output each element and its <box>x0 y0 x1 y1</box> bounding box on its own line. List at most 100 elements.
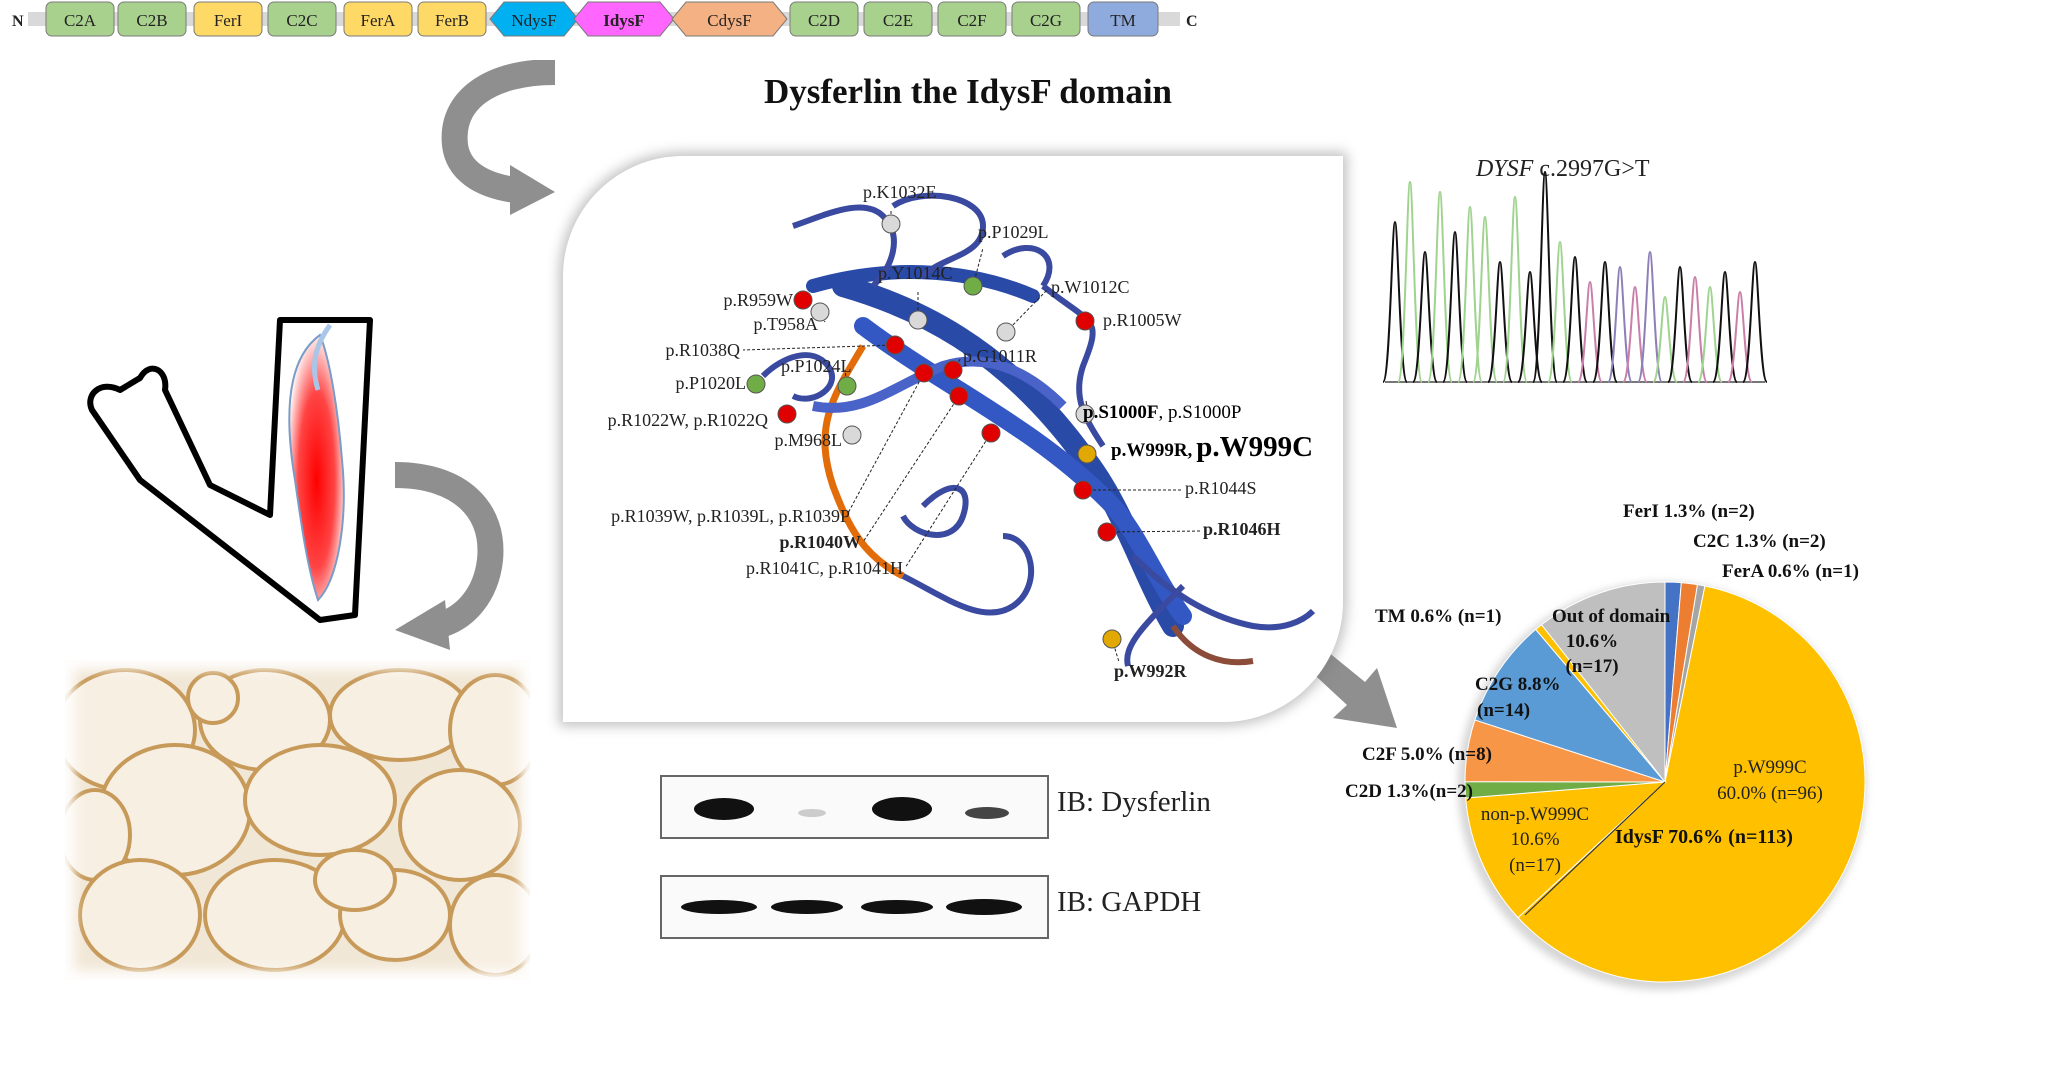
leader-lines <box>742 210 1202 663</box>
chromatogram-peak <box>1382 220 1408 383</box>
page-title: Dysferlin the IdysF domain <box>763 72 1173 111</box>
pie-sub-labels: p.W999C 60.0% (n=96) non-p.W999C 10.6% (… <box>1481 757 1823 876</box>
c-terminus-label: C <box>1186 13 1198 30</box>
protein-structure: p.K1032Ep.P1029Lp.Y1014Cp.W1012Cp.R959Wp… <box>608 182 1316 681</box>
pie-label-non-w999c: non-p.W999C <box>1481 804 1589 825</box>
n-terminus-label: N <box>12 13 24 30</box>
muscle-fiber <box>313 848 397 912</box>
chromatogram-peak <box>1607 265 1633 383</box>
domain-c2b <box>117 1 187 37</box>
pie-label-c2g: C2G 8.8% <box>1475 674 1561 695</box>
domain-idysf <box>573 1 675 37</box>
mutation-site <box>1073 480 1093 500</box>
arm-muscle-illustration <box>87 317 373 623</box>
domain-c2g <box>1011 1 1081 37</box>
domain-label-c2b: C2B <box>136 11 167 30</box>
mutation-label: p.W1012C <box>1051 277 1130 297</box>
mutation-label: p.R1038Q <box>665 340 740 360</box>
leader-line <box>1106 530 1202 533</box>
pie-slice-idysf-p-w999c <box>1517 585 1866 983</box>
leader-line <box>742 344 896 351</box>
leader-line <box>847 372 925 514</box>
mutation-label: p.Y1014C <box>878 263 953 283</box>
chromatogram-title: DYSF c.2997G>T <box>1476 156 1650 182</box>
leader-line <box>904 432 992 569</box>
mutation-site <box>793 290 813 310</box>
domain-label-c2f: C2F <box>957 11 986 30</box>
pie-label-c2c: C2C 1.3% (n=2) <box>1693 531 1826 552</box>
mutation-sites <box>746 214 1122 649</box>
pie-label-w999c: p.W999C <box>1733 757 1806 778</box>
mutation-label: p.R1041C, p.R1041H <box>746 558 903 578</box>
chromatogram-peak <box>1427 190 1453 383</box>
pie-slices <box>1464 581 1866 983</box>
domain-tm <box>1087 1 1159 37</box>
domain-c2a <box>45 1 115 37</box>
mutation-label: p.P1024L <box>781 356 852 376</box>
mutation-label: p.R1044S <box>1185 478 1257 498</box>
chromatogram-peak <box>1397 180 1423 383</box>
muscle-fiber <box>186 671 240 725</box>
pie-label-w999c-pct: 60.0% (n=96) <box>1717 783 1823 804</box>
chromatogram-peak <box>1592 260 1618 383</box>
domain-label-feri: FerI <box>214 11 243 30</box>
mutation-site <box>963 276 983 296</box>
dysferlin-blot-label: IB: Dysferlin <box>1057 786 1211 818</box>
pie-label-feri: FerI 1.3% (n=2) <box>1623 501 1755 522</box>
domain-c2e <box>863 1 933 37</box>
curved-arrow-left <box>394 462 504 650</box>
domain-c2c <box>267 1 337 37</box>
leader-line <box>862 395 960 543</box>
dysferlin-blot-box <box>660 775 1049 839</box>
mutation-label: p.R1040W <box>779 532 861 552</box>
mutation-site <box>746 374 766 394</box>
domain-cdysf <box>671 1 788 37</box>
mutation-label: p.R1046H <box>1203 519 1281 539</box>
mutation-label: p.P1029L <box>978 222 1049 242</box>
domain-ndysf <box>489 1 579 37</box>
mutation-site <box>1097 522 1117 542</box>
muscle-fiber <box>328 668 472 762</box>
pie-label-fera: FerA 0.6% (n=1) <box>1722 561 1859 582</box>
chromatogram-peak <box>1472 215 1498 383</box>
domain-label-c2a: C2A <box>64 11 97 30</box>
gapdh-band-4 <box>946 899 1022 915</box>
domain-c2f <box>937 1 1007 37</box>
mutation-label: p.P1020L <box>675 373 746 393</box>
chromatogram-peak <box>1547 240 1573 383</box>
histology-cells <box>65 668 530 977</box>
pie-label-tm: TM 0.6% (n=1) <box>1375 606 1501 627</box>
mutation-site <box>837 376 857 396</box>
domain-ferb <box>417 1 487 37</box>
mutation-site <box>943 360 963 380</box>
pie-labels: FerI 1.3% (n=2) C2C 1.3% (n=2) FerA 0.6%… <box>1345 501 1859 848</box>
idysf-divider <box>1524 781 1666 916</box>
mutation-labels: p.K1032Ep.P1029Lp.Y1014Cp.W1012Cp.R959Wp… <box>608 182 1281 681</box>
pie-label-out-of-domain: Out of domain <box>1552 606 1671 627</box>
mutation-label-w999: p.W999R,p.W999C <box>1111 431 1313 463</box>
pie-slice-out-of-domain <box>1540 581 1666 784</box>
chromatogram-peak <box>1457 205 1483 383</box>
leader-line <box>1005 288 1049 333</box>
pie-label-c2f: C2F 5.0% (n=8) <box>1362 744 1492 765</box>
mutation-site-w999 <box>1077 444 1097 464</box>
gapdh-band-1 <box>681 900 757 914</box>
pie-label-non-pct: 10.6% <box>1510 829 1559 850</box>
mutation-site <box>981 423 1001 443</box>
domain-label-c2e: C2E <box>883 11 913 30</box>
mutation-site <box>842 425 862 445</box>
muscle-fiber <box>243 743 397 857</box>
chromatogram-peak <box>1562 255 1588 383</box>
gapdh-band-3 <box>861 900 933 914</box>
mutation-site <box>996 322 1016 342</box>
domain-label-c2g: C2G <box>1030 11 1062 30</box>
chromatogram-peak <box>1577 280 1603 383</box>
sanger-chromatogram <box>1382 170 1768 383</box>
mutation-label: p.R1039W, p.R1039L, p.R1039P <box>611 506 850 526</box>
mutation-label: p.R959W <box>724 290 794 310</box>
dysferlin-band-3 <box>872 797 932 821</box>
curved-arrow-top <box>441 60 556 215</box>
chromatogram-peak <box>1742 260 1768 383</box>
